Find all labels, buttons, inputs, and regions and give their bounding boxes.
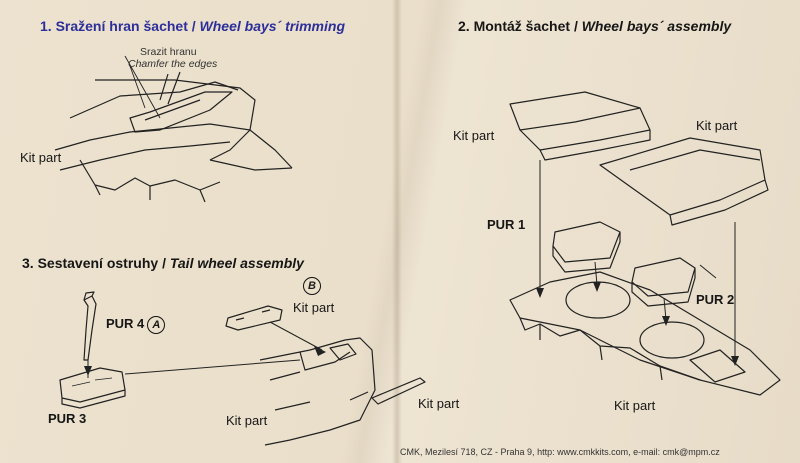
- step2-title: 2. Montáž šachet / Wheel bays´ assembly: [458, 18, 732, 34]
- step2-pur1-label: PUR 1: [487, 217, 526, 232]
- step1-title: 1. Sražení hran šachet / Wheel bays´ tri…: [40, 18, 345, 34]
- footer-email: e-mail: cmk@mpm.cz: [633, 447, 720, 457]
- step3-pur3-label: PUR 3: [48, 411, 87, 426]
- step3-kit-part-b-label: Kit part: [293, 300, 335, 315]
- step1-kit-part-label: Kit part: [20, 150, 62, 165]
- marker-b: B: [300, 276, 321, 295]
- paper-fold: [392, 0, 402, 463]
- step1-note-en: Chamfer the edges: [128, 58, 218, 70]
- step3-tail-drawing: [59, 291, 426, 446]
- step3-kit-part-right-label: Kit part: [418, 396, 460, 411]
- footer-web: http: www.cmkkits.com,: [537, 447, 631, 457]
- step1-note-cz: Srazit hranu: [140, 46, 197, 58]
- step3-kit-part-bottom-label: Kit part: [226, 413, 268, 428]
- step3-title: 3. Sestavení ostruhy / Tail wheel assemb…: [22, 255, 304, 271]
- step2-kit-part-bottom-label: Kit part: [614, 398, 656, 413]
- step1-wing-drawing: [54, 55, 293, 203]
- marker-a: A: [147, 316, 166, 334]
- step2-wing-drawing: [509, 91, 781, 396]
- footer-address: CMK, Mezilesí 718, CZ - Praha 9,: [400, 447, 535, 457]
- step2-kit-part-right-label: Kit part: [696, 118, 738, 133]
- footer-contact: CMK, Mezilesí 718, CZ - Praha 9, http: w…: [400, 447, 720, 457]
- step2-kit-part-left-label: Kit part: [453, 128, 495, 143]
- step2-pur2-label: PUR 2: [696, 292, 735, 307]
